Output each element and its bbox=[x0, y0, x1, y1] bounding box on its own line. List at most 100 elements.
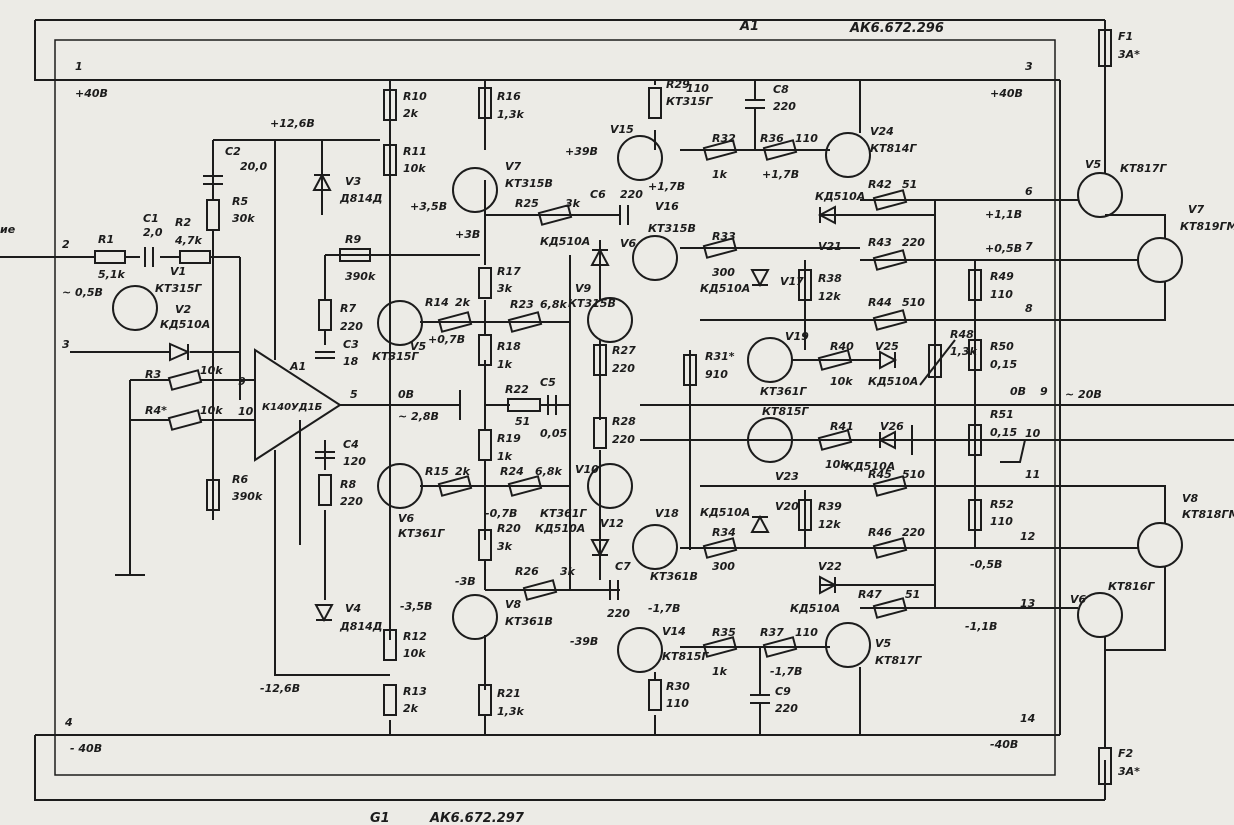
c1-val: 2,0 bbox=[143, 226, 163, 239]
opamp-supply-wires bbox=[274, 140, 390, 676]
resistor-r52 bbox=[968, 499, 982, 531]
v8-out-ref: V8 bbox=[1182, 492, 1199, 505]
pin-r10: 10 bbox=[1025, 427, 1041, 440]
r3-val: 10k bbox=[200, 364, 223, 377]
pin-4: 4 bbox=[64, 716, 73, 729]
resistor-r35 bbox=[702, 636, 738, 658]
r4-val: 10k bbox=[200, 404, 223, 417]
v3-ref: V3 bbox=[345, 175, 362, 188]
diff-stage-wires bbox=[420, 321, 570, 487]
r15-ref: R15 bbox=[425, 465, 449, 478]
v21-ref: V21 bbox=[818, 240, 842, 253]
resistor-r23 bbox=[507, 311, 543, 333]
resistor-r50 bbox=[968, 339, 982, 371]
pin-12: 12 bbox=[1020, 530, 1036, 543]
resistor-r45 bbox=[872, 475, 908, 497]
diode-v17 bbox=[750, 269, 770, 288]
diode-v2 bbox=[169, 342, 191, 362]
r1-ref: R1 bbox=[98, 233, 114, 246]
r40-r41-wires bbox=[792, 359, 880, 441]
v5-type: КТ315Г bbox=[372, 350, 419, 363]
resistor-r4 bbox=[167, 409, 203, 431]
r48-trim-arrow bbox=[919, 339, 956, 386]
resistor-r47 bbox=[872, 597, 908, 619]
r32-val: 1k bbox=[712, 168, 728, 181]
r22-val: 51 bbox=[515, 415, 530, 428]
c5-ref: C5 bbox=[540, 376, 556, 389]
capacitor-c3 bbox=[315, 351, 335, 359]
v7-ref: V7 bbox=[505, 160, 522, 173]
r6-val: 390k bbox=[232, 490, 263, 503]
c2-ref: C2 bbox=[225, 145, 241, 158]
pin-1: 1 bbox=[75, 60, 83, 73]
r40-val: 10k bbox=[830, 375, 853, 388]
v8-type: КТ361В bbox=[505, 615, 553, 628]
r45-val: 510 bbox=[902, 468, 925, 481]
diode-v25 bbox=[879, 350, 898, 370]
r51-val: 0,15 bbox=[990, 426, 1017, 439]
r33-val: 300 bbox=[712, 266, 735, 279]
r1-val: 5,1k bbox=[98, 268, 125, 281]
r26-ref: R26 bbox=[515, 565, 539, 578]
r22-ref: R22 bbox=[505, 383, 529, 396]
v-minus12: -12,6В bbox=[260, 682, 300, 695]
r3-r4-wire bbox=[129, 379, 255, 575]
r20-val: 3k bbox=[497, 540, 513, 553]
r50-val: 0,15 bbox=[990, 358, 1017, 371]
r8-val: 220 bbox=[340, 495, 363, 508]
v4-type: Д814Д bbox=[339, 620, 383, 633]
v19-ref: V23 bbox=[775, 470, 799, 483]
pin-13: 13 bbox=[1020, 597, 1036, 610]
resistor-r11 bbox=[383, 144, 397, 176]
r52-val: 110 bbox=[990, 515, 1013, 528]
r47-val: 51 bbox=[905, 588, 920, 601]
r25-val: 3k bbox=[565, 197, 581, 210]
v12-ref: V12 bbox=[600, 517, 624, 530]
resistor-r16 bbox=[478, 87, 492, 119]
v4-ref: V4 bbox=[345, 602, 361, 615]
v1-type: КТ315Г bbox=[155, 282, 202, 295]
v8-out-type: КТ818ГМ bbox=[1182, 508, 1234, 521]
v-m39: -39В bbox=[570, 635, 598, 648]
v3-type: Д814Д bbox=[339, 192, 383, 205]
v-m1-7b: -1,7В bbox=[770, 665, 802, 678]
r13-val: 2k bbox=[403, 702, 419, 715]
c8-val: 220 bbox=[773, 100, 796, 113]
bottom-designator: G1 bbox=[370, 811, 390, 825]
transistor-v6-out bbox=[1077, 592, 1123, 638]
r25-ref: R25 bbox=[515, 197, 539, 210]
resistor-r29 bbox=[648, 87, 662, 119]
c2-val: 20,0 bbox=[240, 160, 267, 173]
resistor-r31 bbox=[683, 354, 697, 386]
r41-ref: R41 bbox=[830, 420, 854, 433]
transistor-v7 bbox=[452, 167, 498, 213]
r48-val: 1,3k bbox=[950, 345, 977, 358]
r16-val: 1,3k bbox=[497, 108, 524, 121]
v13-ref: V15 bbox=[610, 123, 634, 136]
r32-ref: R32 bbox=[712, 132, 736, 145]
v-0-7: +0,7В bbox=[428, 333, 465, 346]
v2-type: КД510А bbox=[160, 318, 210, 331]
zener-v3 bbox=[312, 140, 332, 215]
supply-rails bbox=[34, 19, 1105, 801]
c6-ref: C6 bbox=[590, 188, 606, 201]
resistor-r1 bbox=[94, 250, 126, 264]
opamp-ref: A1 bbox=[289, 360, 306, 373]
transistor-v18 bbox=[747, 337, 793, 383]
opamp-pin5: 5 bbox=[350, 388, 358, 401]
fuse-f2-val: 3А* bbox=[1118, 765, 1140, 778]
v16-type: КТ361В bbox=[650, 570, 698, 583]
resistor-r22 bbox=[507, 398, 541, 412]
r20-ref: R20 bbox=[497, 522, 521, 535]
resistor-r43 bbox=[872, 249, 908, 271]
r35-ref: R35 bbox=[712, 626, 736, 639]
r40-ref: R40 bbox=[830, 340, 854, 353]
v25-ref: V25 bbox=[875, 340, 899, 353]
r18-ref: R18 bbox=[497, 340, 521, 353]
r46-val: 220 bbox=[902, 526, 925, 539]
diode-v12 bbox=[590, 539, 610, 558]
resistor-r51 bbox=[968, 424, 982, 456]
r37-val: 110 bbox=[795, 626, 818, 639]
r36-val: 110 bbox=[795, 132, 818, 145]
capacitor-c8 bbox=[745, 80, 765, 150]
